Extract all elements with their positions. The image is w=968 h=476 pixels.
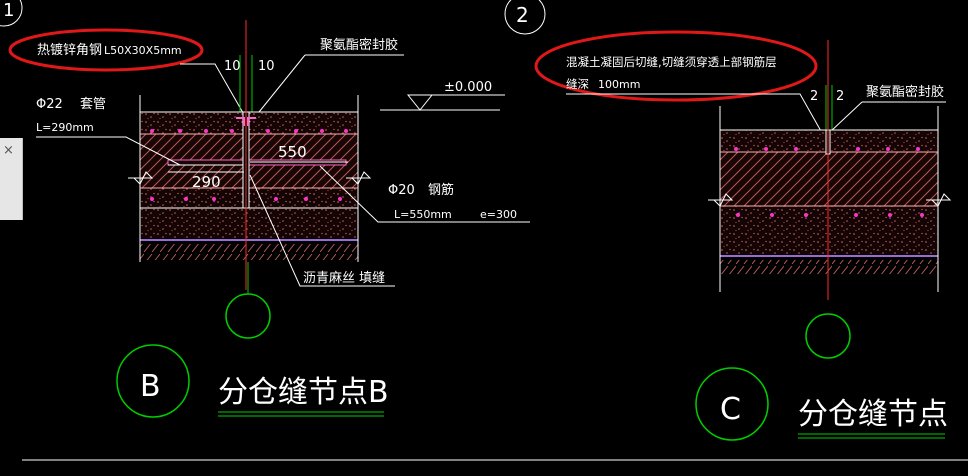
rebar-row-bottom [150,197,342,201]
panel-left: 1 热镀锌角钢 L50X30X5mm 聚氨酯密封胶 10 10 ±0.000 [0,0,530,418]
label-sleeve-dia: Φ22 [36,97,63,112]
highlight-ellipse-2 [534,30,818,102]
break2-right [926,193,952,207]
leader-filler [249,174,395,287]
dim-left-2: 2 [810,89,818,104]
leader-sealant [254,54,306,118]
label-angle-steel-spec: L50X30X5mm [104,44,182,57]
detail-number: 1 [3,0,14,21]
note-line2-text: 缝深 [566,77,589,91]
node-letter: B [140,369,161,404]
note-line2-value: 100mm [598,78,640,91]
highlight-ellipse [8,28,204,72]
dim-right: 10 [258,59,275,74]
label-rebar-dia: Φ20 [388,183,415,198]
slab2-concrete [720,152,938,206]
node2-letter: C [720,392,741,427]
node2-circle [695,367,769,441]
label-sealant: 聚氨酯密封胶 [320,37,398,53]
break2-left [708,193,734,207]
panel-right: 2 混凝土凝固后切缝,切缝须穿透上部钢筋层 缝深 100mm 2 2 聚氨酯密封… [504,0,952,441]
label-rebar-len: L=550mm [394,208,452,221]
dim-290: 290 [192,173,221,191]
label-filler: 沥青麻丝 填缝 [303,271,385,286]
dim-right-2: 2 [836,89,844,104]
soil2-layer [720,260,938,274]
label-rebar-spacing: e=300 [480,208,517,221]
detail-number-circle [0,0,23,27]
elevation: ±0.000 [444,80,492,95]
axis-bubble [225,293,271,339]
angle-steel [236,117,256,126]
axis2-bubble [805,313,851,359]
break-mark-left [128,171,154,185]
node2-title: 分仓缝节点 [798,397,948,432]
leader-rebar [319,165,530,223]
label-sleeve-len: L=290mm [36,121,94,134]
leader-sleeve [36,136,181,166]
slab2-base [720,206,938,228]
leader-note [566,93,827,141]
detail-number-2: 2 [516,3,529,27]
dim-left: 10 [224,59,241,74]
side-panel-tab: × [0,138,23,220]
rebar2-row-bottom [736,213,924,217]
label-rebar: 钢筋 [428,182,454,198]
node-title: 分仓缝节点B [218,375,389,410]
slab2-subbase [720,228,938,254]
label-sealant-2: 聚氨酯密封胶 [866,84,944,100]
dim-550: 550 [278,143,307,161]
node-circle [116,344,190,418]
leader-angle-steel [180,63,247,119]
close-icon[interactable]: × [3,143,14,158]
note-line1: 混凝土凝固后切缝,切缝须穿透上部钢筋层 [566,55,777,69]
slab-subbase [140,208,358,238]
elevation-triangle [406,94,434,111]
label-angle-steel: 热镀锌角钢 [37,42,102,58]
rebar2-row-top [734,147,920,151]
rebar-row-top [150,129,348,133]
label-sleeve: 套管 [80,96,106,112]
break-mark-right [346,171,372,185]
leader-sealant-2 [829,101,863,133]
detail-number-circle-2 [504,0,546,35]
soil-layer [140,244,358,260]
